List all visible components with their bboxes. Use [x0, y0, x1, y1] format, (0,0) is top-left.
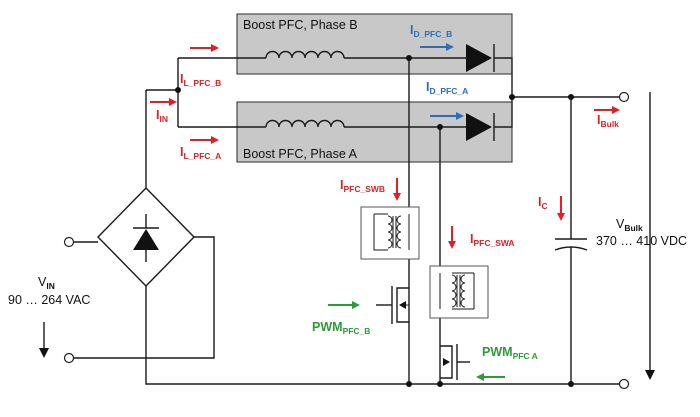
label-i-c: IC — [538, 195, 548, 211]
bridge-rectifier — [97, 186, 195, 288]
output-terminal-negative — [618, 378, 630, 390]
label-i-in: IIN — [156, 108, 168, 124]
junction-dot — [406, 381, 412, 387]
ac-input-wiring — [74, 236, 215, 359]
phase-b-title: Boost PFC, Phase B — [243, 18, 358, 32]
mosfet-phase-a — [440, 344, 470, 380]
label-pwm-pfc-a: PWMPFC A — [482, 345, 538, 361]
mosfet-phase-b — [376, 286, 409, 324]
v-in-range: 90 … 264 VAC — [8, 293, 90, 307]
label-i-pfc-swb: IPFC_SWB — [340, 178, 385, 194]
junction-dot — [437, 124, 443, 130]
phase-b-diode — [466, 44, 513, 97]
current-transformer-b — [360, 206, 420, 260]
phase-a-inductor — [178, 119, 470, 128]
junction-dot — [175, 87, 181, 93]
boost-phase-b-block: Boost PFC, Phase B — [236, 13, 513, 75]
ac-terminal-top — [63, 236, 75, 248]
label-v-bulk: VBulk — [616, 217, 643, 233]
label-i-bulk: IBulk — [597, 113, 619, 129]
label-pwm-pfc-b: PWMPFC_B — [312, 320, 370, 336]
v-bulk-range: 370 … 410 VDC — [596, 234, 687, 248]
label-v-in: VIN — [38, 275, 55, 291]
label-id-pfc-b: ID_PFC_B — [410, 23, 452, 39]
phase-a-diode — [466, 97, 513, 141]
label-il-pfc-a: IL_PFC_A — [180, 145, 221, 161]
junction-dot — [406, 55, 412, 61]
return-bus — [145, 286, 620, 385]
ac-terminal-bottom — [63, 352, 75, 364]
output-terminal-positive — [618, 91, 630, 103]
label-id-pfc-a: ID_PFC_A — [426, 80, 468, 96]
current-transformer-a — [429, 265, 489, 319]
label-il-pfc-b: IL_PFC_B — [180, 72, 221, 88]
label-i-pfc-swa: IPFC_SWA — [470, 232, 515, 248]
junction-dot — [437, 381, 443, 387]
junction-dot — [509, 94, 515, 100]
bulk-capacitor — [554, 97, 588, 384]
phase-a-title: Boost PFC, Phase A — [243, 147, 358, 161]
